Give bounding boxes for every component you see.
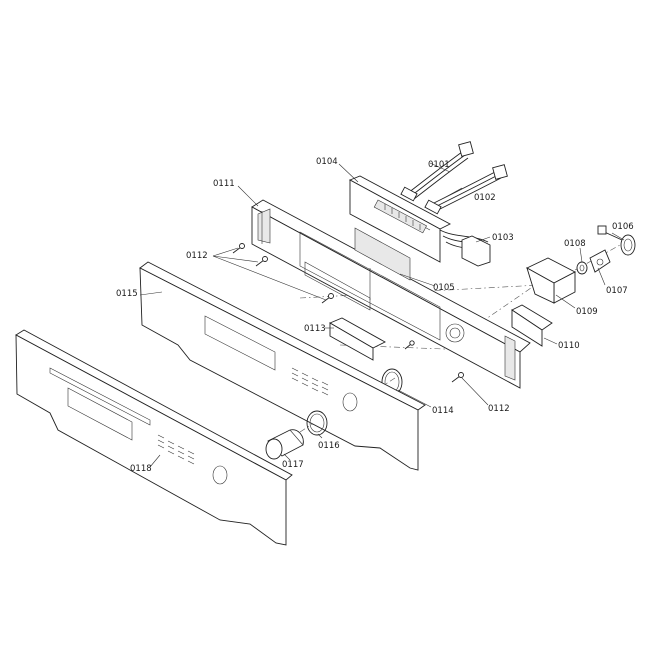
screw-icon [404,340,415,350]
label-0115: 0115 [116,289,138,299]
label-0107: 0107 [606,286,628,296]
mounting-bracket-0109 [526,257,576,304]
nut-0108 [576,261,588,275]
label-0114: 0114 [432,406,454,416]
wire-harness-0102 [424,164,508,215]
wire-harness-0103 [439,229,491,267]
knob-ring-0116 [306,410,328,436]
label-0106: 0106 [612,222,634,232]
label-0113: 0113 [304,324,326,334]
screw-icon [321,293,334,304]
screw-icon [232,243,245,254]
label-0103: 0103 [492,233,514,243]
label-0108: 0108 [564,239,586,249]
label-0116: 0116 [318,441,340,451]
encoder-bracket-0107 [589,249,611,273]
knob-encoder-0106 [597,225,636,256]
display-window-0105 [304,227,411,311]
label-0105: 0105 [433,283,455,293]
screw-set-0112 [232,243,464,383]
control-knob-0117 [265,429,304,460]
label-0118: 0118 [130,464,152,474]
label-0112-right: 0112 [488,404,510,414]
label-0112-left: 0112 [186,251,208,261]
rear-frame-0111 [251,199,531,389]
label-0109: 0109 [576,307,598,317]
encoder-plate-0110 [511,304,553,347]
label-0104: 0104 [316,157,338,167]
label-0111: 0111 [213,179,235,189]
label-0101: 0101 [428,160,450,170]
screw-icon [451,372,464,383]
part-labels: 0104 0101 0102 0103 0106 0108 0107 0109 … [116,157,634,474]
leader-lines [139,162,625,468]
control-panel-0115 [139,261,426,471]
display-lens-0113 [328,317,386,361]
screw-icon [255,256,268,267]
control-board-0104 [348,175,451,263]
label-0102: 0102 [474,193,496,203]
front-glass-0118 [15,329,293,546]
label-0110: 0110 [558,341,580,351]
wire-harness-0101 [400,141,474,202]
label-0117: 0117 [282,460,304,470]
